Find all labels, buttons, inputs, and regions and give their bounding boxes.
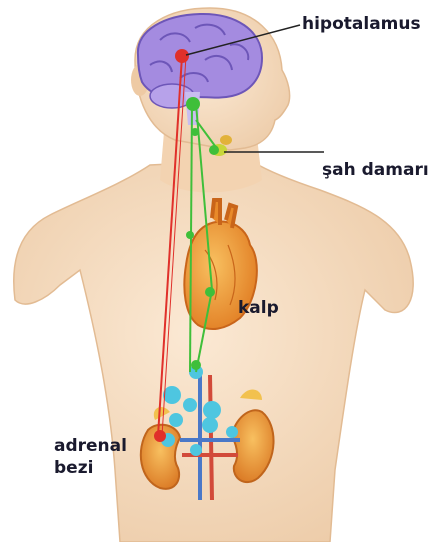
label-adrenal-line2: bezi bbox=[54, 458, 93, 479]
label-adrenal: adrenal bbox=[54, 436, 127, 457]
label-hypothalamus: hipotalamus bbox=[302, 14, 421, 35]
label-heart: kalp bbox=[238, 298, 279, 319]
hypothalamus-dot bbox=[175, 49, 189, 63]
label-carotid: şah damarı bbox=[322, 160, 429, 181]
